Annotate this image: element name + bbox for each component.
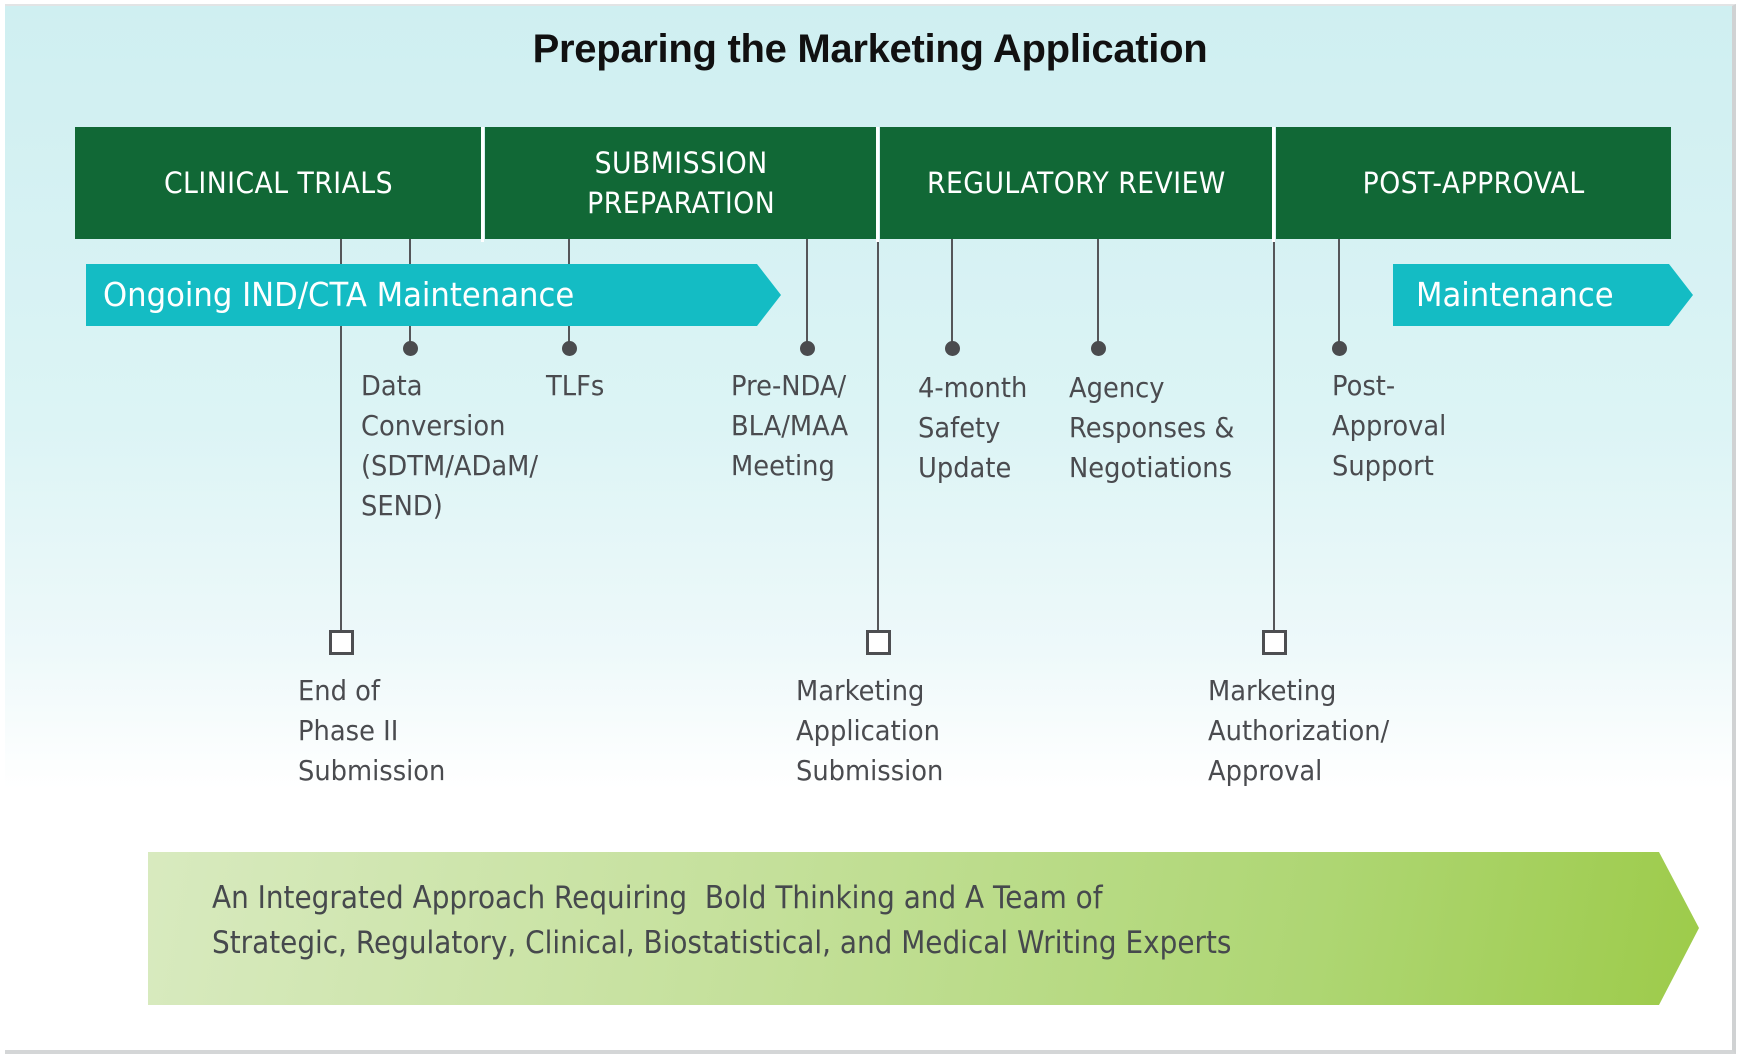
connector-safety-update	[951, 239, 953, 347]
milestone-square-icon	[1262, 630, 1287, 655]
activity-tlfs: TLFs	[546, 369, 605, 402]
milestone-square-icon	[866, 630, 891, 655]
activity-safety-update: 4-month Safety Update	[918, 371, 1028, 484]
activity-dot	[945, 341, 960, 356]
band-label: Maintenance	[1416, 275, 1614, 314]
phase-post-approval: POST-APPROVAL	[1276, 127, 1671, 239]
activity-dot	[1332, 341, 1347, 356]
milestone-marketing-application-submission: Marketing Application Submission	[796, 674, 944, 787]
phase-label: SUBMISSION PREPARATION	[587, 146, 775, 220]
phase-label: REGULATORY REVIEW	[927, 166, 1226, 200]
activity-pre-nda-meeting: Pre-NDA/ BLA/MAA Meeting	[731, 369, 849, 482]
connector-end-of-phase2	[340, 239, 342, 631]
connector-post-approval-support	[1338, 239, 1340, 347]
connector-marketing-application	[877, 242, 879, 631]
activity-data-conversion: Data Conversion (SDTM/ADaM/ SEND)	[361, 369, 539, 522]
connector-agency-responses	[1097, 239, 1099, 347]
activity-dot	[800, 341, 815, 356]
phase-divider	[481, 127, 484, 242]
phase-label: POST-APPROVAL	[1362, 166, 1585, 200]
integrated-approach-banner: An Integrated Approach Requiring Bold Th…	[148, 852, 1699, 1005]
activity-dot	[403, 341, 418, 356]
phase-label: CLINICAL TRIALS	[163, 166, 394, 200]
phase-divider	[1272, 127, 1275, 242]
phase-submission-preparation: SUBMISSION PREPARATION	[485, 127, 877, 239]
phase-clinical-trials: CLINICAL TRIALS	[75, 127, 482, 239]
diagram-title: Preparing the Marketing Application	[532, 27, 1208, 71]
phase-regulatory-review: REGULATORY REVIEW	[880, 127, 1273, 239]
ongoing-ind-cta-band: Ongoing IND/CTA Maintenance	[86, 264, 781, 326]
connector-pre-nda	[806, 239, 808, 347]
activity-dot	[1091, 341, 1106, 356]
milestone-marketing-authorization: Marketing Authorization/ Approval	[1208, 674, 1390, 787]
connector-marketing-authorization	[1273, 242, 1275, 631]
activity-post-approval-support: Post- Approval Support	[1332, 369, 1447, 482]
band-label: Ongoing IND/CTA Maintenance	[103, 275, 575, 314]
milestone-square-icon	[329, 630, 354, 655]
activity-agency-responses: Agency Responses & Negotiations	[1069, 371, 1235, 484]
maintenance-band: Maintenance	[1393, 264, 1693, 326]
banner-tagline: An Integrated Approach Requiring Bold Th…	[212, 880, 1232, 961]
milestone-end-of-phase2: End of Phase II Submission	[298, 674, 446, 787]
activity-dot	[562, 341, 577, 356]
phase-divider	[876, 127, 879, 242]
